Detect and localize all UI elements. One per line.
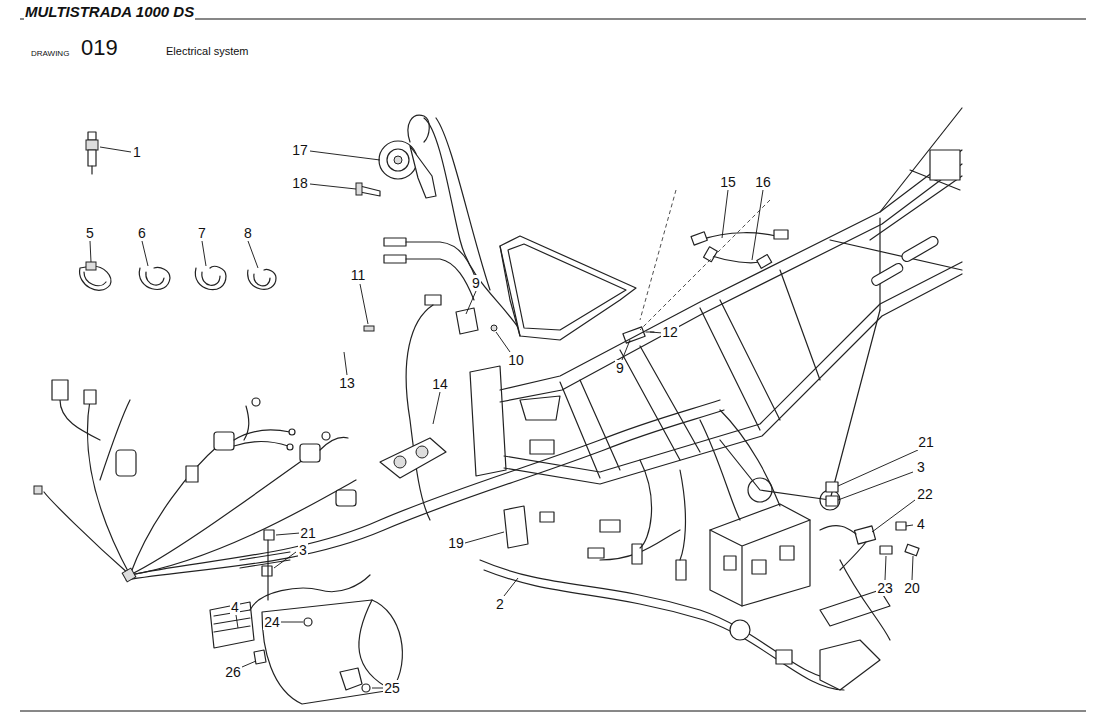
callout-number: 16 xyxy=(754,174,772,190)
lower-harness xyxy=(480,460,890,690)
leader-lines xyxy=(90,147,918,688)
callout-number: 11 xyxy=(350,267,367,283)
callout-number: 23 xyxy=(876,580,894,596)
horn xyxy=(356,115,520,330)
callout-number: 19 xyxy=(447,535,465,551)
callout-number: 12 xyxy=(661,324,679,340)
callout-number: 9 xyxy=(471,275,481,291)
callout-number: 9 xyxy=(615,360,625,376)
header-text: Electrical system xyxy=(165,45,250,58)
headlight xyxy=(210,530,402,704)
callout-number: 4 xyxy=(916,516,926,532)
callout-number: 3 xyxy=(916,459,926,475)
cable-clamps xyxy=(80,262,276,290)
footer-rule xyxy=(20,711,1086,712)
spark-plug xyxy=(86,132,98,174)
connectors xyxy=(364,238,480,520)
header-text: DRAWING xyxy=(30,49,70,59)
callout-number: 22 xyxy=(916,486,934,502)
page-title: MULTISTRADA 1000 DS xyxy=(24,3,195,20)
callout-number: 4 xyxy=(230,599,240,615)
header-text: 019 xyxy=(80,36,119,60)
callout-number: 5 xyxy=(85,225,95,241)
callout-number: 20 xyxy=(903,580,921,596)
callout-number: 18 xyxy=(291,175,309,191)
callout-number: 26 xyxy=(224,664,242,680)
fuse-relay-box xyxy=(700,410,919,606)
callout-number: 6 xyxy=(137,225,147,241)
main-harness xyxy=(34,380,724,582)
callout-number: 21 xyxy=(299,525,317,541)
callout-number: 13 xyxy=(338,375,356,391)
callout-number: 24 xyxy=(263,614,281,630)
callout-number: 15 xyxy=(719,174,737,190)
callout-number: 25 xyxy=(383,680,401,696)
callout-number: 17 xyxy=(291,142,309,158)
frame xyxy=(470,108,962,510)
callout-number: 2 xyxy=(495,596,505,612)
callout-number: 8 xyxy=(243,225,253,241)
battery-tray xyxy=(491,236,636,340)
callout-number: 7 xyxy=(197,225,207,241)
callout-number: 1 xyxy=(132,144,142,160)
callout-number: 14 xyxy=(431,376,449,392)
callout-number: 10 xyxy=(507,352,525,368)
callout-number: 21 xyxy=(917,434,935,450)
callout-number: 3 xyxy=(298,542,308,558)
